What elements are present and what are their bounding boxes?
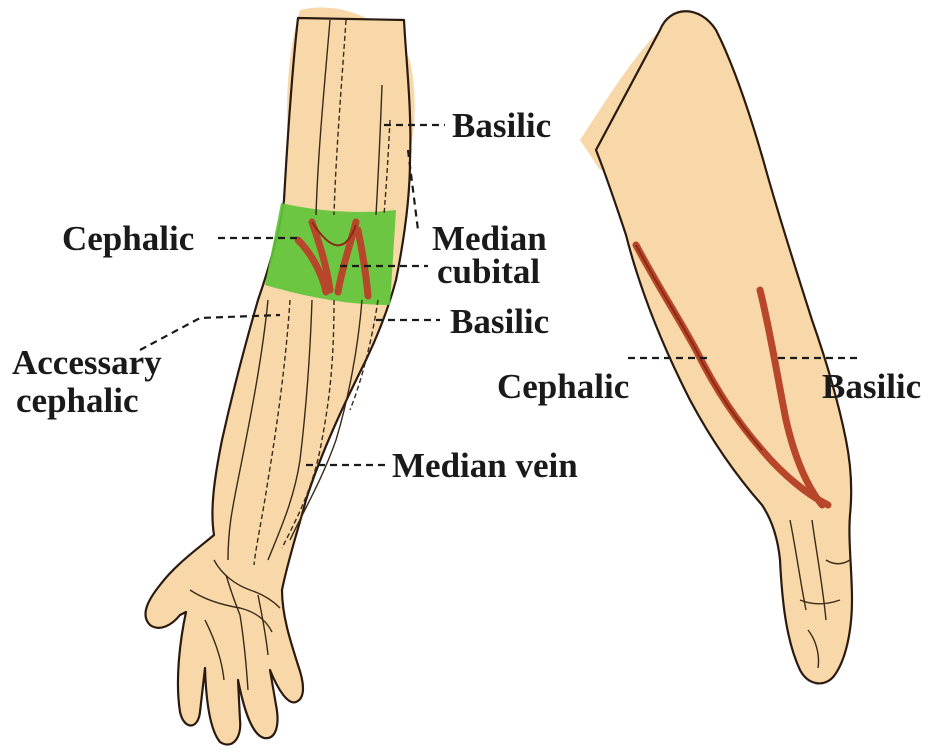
right-arm-lateral [580, 11, 852, 683]
label-basilic-middle: Basilic [450, 302, 549, 341]
label-cephalic-right: Cephalic [497, 367, 629, 406]
label-accessory-cephalic-line1: Accessary [12, 343, 162, 382]
label-cephalic-left: Cephalic [62, 219, 194, 258]
label-median-vein: Median vein [392, 446, 578, 485]
label-median-cubital-line2: cubital [437, 252, 540, 291]
label-accessory-cephalic-line2: cephalic [16, 381, 138, 420]
label-basilic-right: Basilic [822, 367, 921, 406]
left-arm-outline [145, 18, 410, 745]
label-basilic-upper: Basilic [452, 106, 551, 145]
right-arm-outline [596, 11, 852, 683]
left-arm-anterior [145, 7, 414, 744]
